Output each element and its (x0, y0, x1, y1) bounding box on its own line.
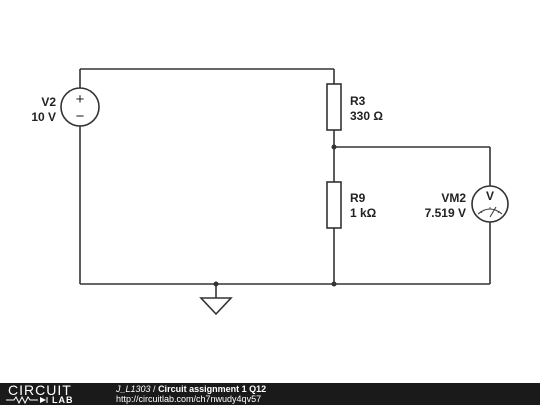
junction-dot-r9-bottom (331, 281, 337, 287)
v2-minus-sign: − (76, 108, 85, 125)
vm2-value-label: 7.519 V (425, 206, 466, 220)
title-separator: / (150, 384, 159, 394)
circuitlab-logo-lab: LAB (52, 395, 74, 405)
resistor-logo-icon (6, 395, 48, 405)
voltage-source-v2[interactable]: + − (60, 87, 100, 127)
v2-plus-sign: + (76, 91, 85, 108)
circuit-title-line: J_L1303 / Circuit assignment 1 Q12 (116, 384, 266, 394)
voltmeter-tick-1 (480, 210, 483, 214)
footer-bar: CIRCUIT LAB J_L1303 / Circuit assignment… (0, 383, 540, 405)
voltmeter-circle (471, 185, 509, 223)
voltmeter-needle (489, 206, 497, 218)
voltage-source-circle (60, 87, 100, 127)
voltmeter-vm2[interactable]: V (471, 185, 509, 223)
wires (79, 68, 491, 298)
vm2-name-label: VM2 (441, 191, 466, 205)
junction-dot-ground (213, 281, 219, 287)
ground-icon (199, 297, 233, 316)
voltmeter-symbol: V (486, 189, 494, 203)
v2-value-label: 10 V (31, 110, 56, 124)
r3-value-label: 330 Ω (350, 109, 383, 123)
r9-name-label: R9 (350, 191, 366, 205)
v2-name-label: V2 (41, 95, 56, 109)
circuit-schematic: + − V2 10 V R3 330 Ω R9 1 kΩ V VM2 7.519… (31, 68, 509, 316)
circuit-title[interactable]: Circuit assignment 1 Q12 (158, 384, 267, 394)
junction-dot-r3-r9 (331, 144, 337, 150)
circuitlab-logo-text: CIRCUIT (8, 382, 72, 398)
circuit-url-link[interactable]: http://circuitlab.com/ch7nwudy4qv57 (116, 394, 262, 404)
voltmeter-tick-3 (497, 210, 500, 214)
r3-name-label: R3 (350, 94, 366, 108)
author-username[interactable]: J_L1303 (116, 384, 151, 394)
resistor-r3[interactable] (326, 83, 342, 131)
resistor-r9[interactable] (326, 181, 342, 229)
r9-value-label: 1 kΩ (350, 206, 377, 220)
